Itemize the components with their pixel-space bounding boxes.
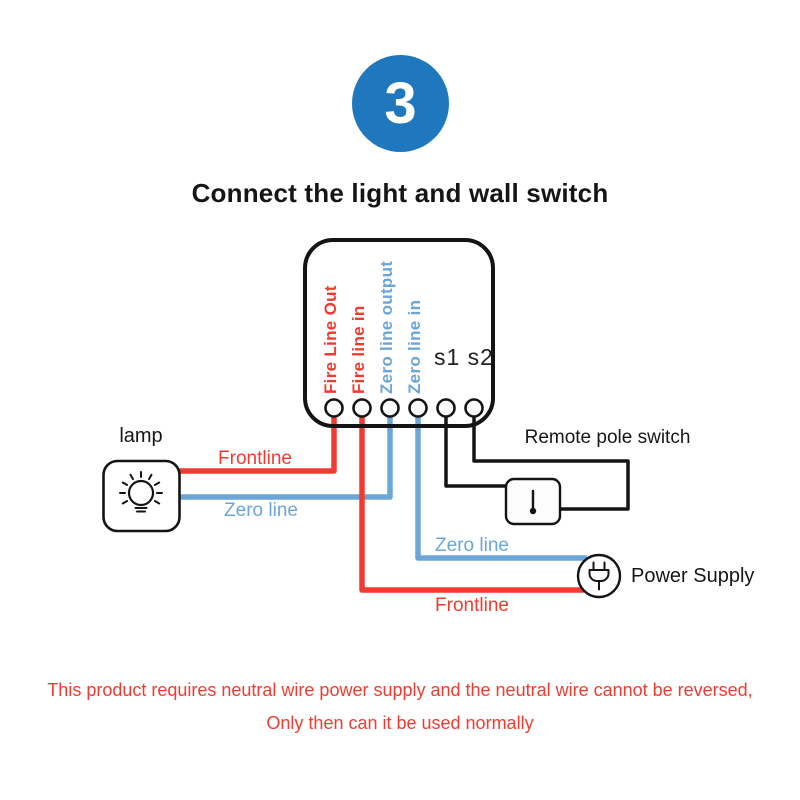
step-number-badge: 3 <box>352 55 449 152</box>
power-supply-label: Power Supply <box>631 565 755 587</box>
zero-line-label-left: Zero line <box>224 500 298 521</box>
page-title: Connect the light and wall switch <box>191 178 609 208</box>
terminal-fire-line-in <box>352 398 372 418</box>
remote-pole-switch-label: Remote pole switch <box>524 427 691 448</box>
zero-line-label-middle: Zero line <box>435 535 509 556</box>
terminal-label-s1-s2: s1 s2 <box>434 344 494 370</box>
warning-text-line1: This product requires neutral wire power… <box>47 680 753 700</box>
zero-line-in-wire <box>415 410 587 561</box>
zero-line-output-wire <box>176 410 393 500</box>
terminal-zero-line-output <box>380 398 400 418</box>
frontline-label-top: Frontline <box>218 448 292 469</box>
terminal-s1 <box>436 398 456 418</box>
terminal-zero-line-in <box>408 398 428 418</box>
lamp-icon <box>102 459 181 533</box>
s1-wire <box>444 410 508 488</box>
power-plug-icon <box>576 553 622 599</box>
fire-line-in-wire <box>359 410 584 593</box>
fire-line-out-wire <box>176 410 337 474</box>
warning-text-line2: Only then can it be used normally <box>266 713 534 733</box>
smart-switch-device <box>303 238 495 428</box>
terminal-label-fire-line-out: Fire Line Out <box>321 285 340 394</box>
terminal-label-fire-line-in: Fire line in <box>349 305 368 394</box>
terminal-label-zero-line-output: Zero line output <box>377 260 396 394</box>
s2-wire <box>472 410 630 511</box>
wall-switch-icon <box>504 477 562 526</box>
frontline-label-bottom: Frontline <box>435 595 509 616</box>
lamp-label: lamp <box>119 425 163 447</box>
terminal-label-zero-line-in: Zero line in <box>405 299 424 394</box>
